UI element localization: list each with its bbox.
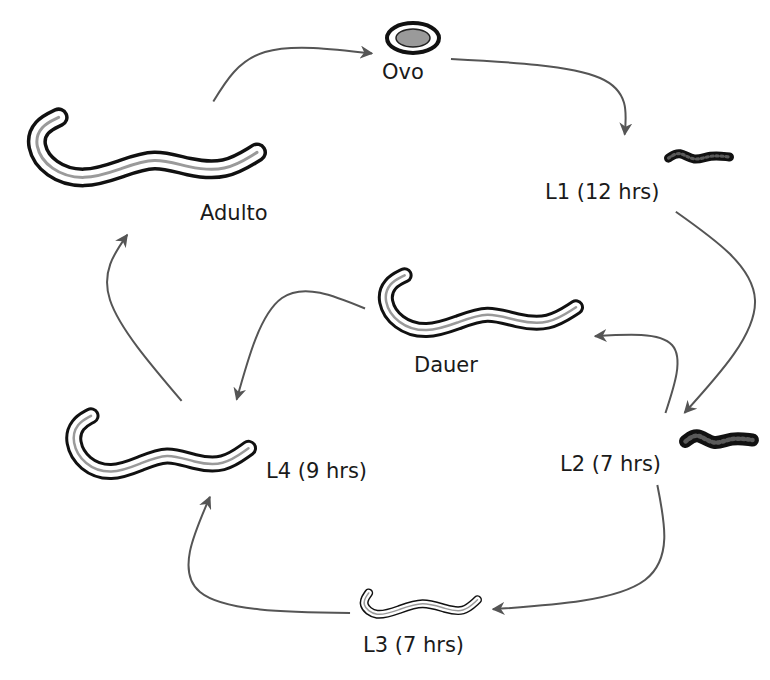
worm-body bbox=[74, 416, 249, 472]
worm-gut bbox=[74, 416, 249, 472]
worm-figure bbox=[18, 105, 268, 197]
worm-gut bbox=[37, 117, 257, 177]
worm-outline bbox=[686, 436, 753, 443]
worm-outline bbox=[364, 593, 477, 614]
cycle-arrow bbox=[451, 59, 626, 135]
worm-outline bbox=[74, 416, 249, 472]
stage-label: L1 (12 hrs) bbox=[545, 180, 659, 205]
stage-node: L1 (12 hrs) bbox=[545, 140, 739, 208]
egg-shell bbox=[387, 23, 439, 53]
worm-body bbox=[364, 593, 477, 614]
stage-node: L4 (9 hrs) bbox=[58, 405, 372, 491]
worm-figure bbox=[678, 418, 760, 462]
cycle-arrow bbox=[213, 48, 372, 102]
stage-label: L3 (7 hrs) bbox=[363, 633, 464, 658]
worm-figure bbox=[58, 405, 258, 489]
egg-yolk bbox=[396, 29, 430, 47]
stage-node: Adulto bbox=[18, 105, 272, 229]
egg-figure bbox=[384, 20, 442, 56]
worm-body bbox=[386, 275, 576, 330]
cycle-arrow bbox=[595, 335, 678, 413]
stage-label: Ovo bbox=[382, 60, 424, 85]
stage-node: L2 (7 hrs) bbox=[560, 418, 764, 480]
cycle-arrow bbox=[493, 485, 664, 609]
worm-gut bbox=[386, 275, 576, 330]
stage-label: Dauer bbox=[414, 353, 478, 378]
worm-outline bbox=[386, 275, 576, 330]
stage-label: L4 (9 hrs) bbox=[266, 459, 367, 484]
stage-node: Ovo bbox=[378, 20, 446, 88]
worm-texture bbox=[669, 154, 730, 159]
stage-node: L3 (7 hrs) bbox=[355, 585, 487, 661]
worm-outline bbox=[669, 154, 730, 159]
worm-gut bbox=[364, 593, 477, 614]
worm-body bbox=[37, 117, 257, 177]
stage-node: Dauer bbox=[370, 265, 589, 381]
cycle-arrow bbox=[237, 291, 365, 399]
worm-outline bbox=[37, 117, 257, 177]
cycle-arrow bbox=[676, 212, 755, 413]
stage-label: L2 (7 hrs) bbox=[560, 452, 661, 477]
cycle-arrow bbox=[188, 497, 350, 613]
cycle-arrow bbox=[107, 235, 182, 401]
worm-figure bbox=[663, 140, 735, 174]
stage-label: Adulto bbox=[200, 201, 268, 226]
worm-figure bbox=[370, 265, 585, 347]
worm-figure bbox=[355, 585, 483, 627]
worm-texture bbox=[686, 436, 753, 443]
